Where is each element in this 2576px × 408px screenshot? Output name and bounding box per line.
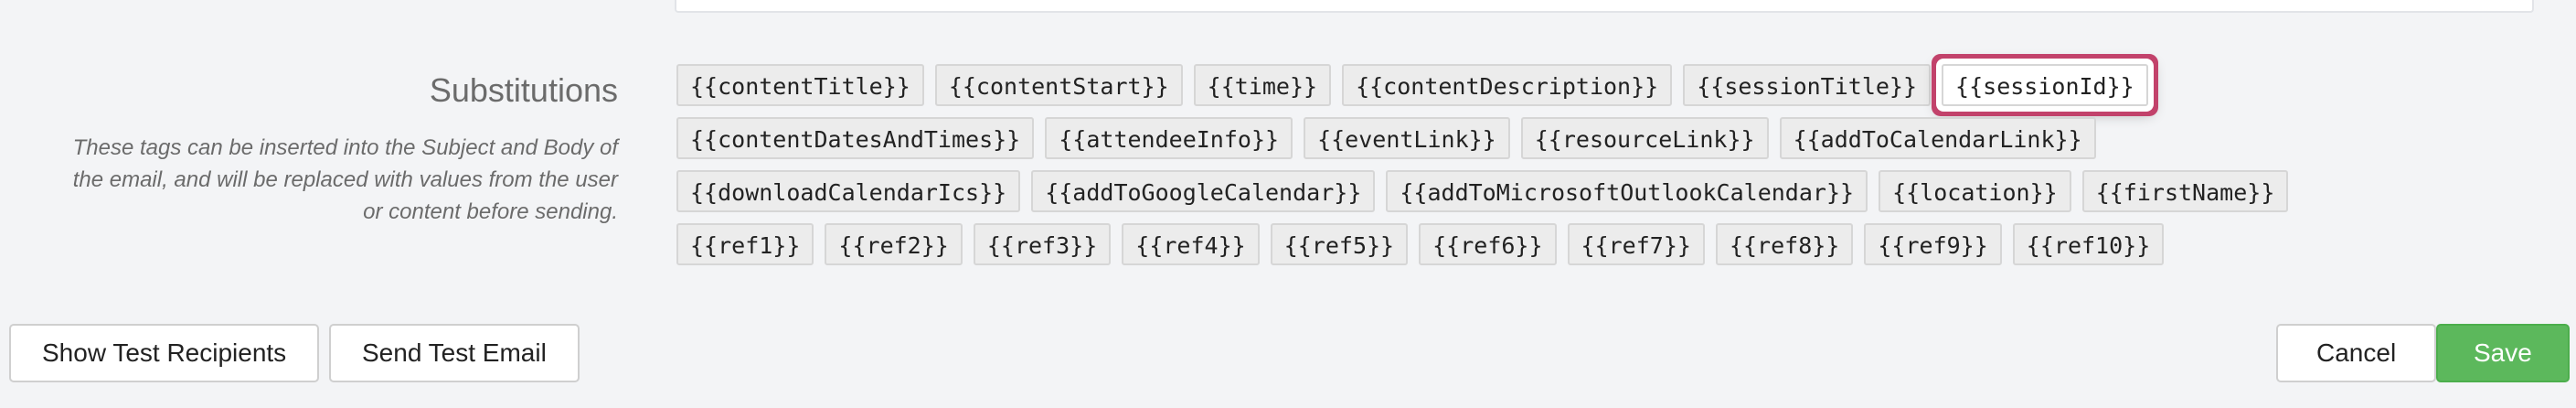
show-test-recipients-button[interactable]: Show Test Recipients xyxy=(9,324,320,382)
tag-event-link[interactable]: {{eventLink}} xyxy=(1304,117,1510,159)
save-button[interactable]: Save xyxy=(2436,324,2570,382)
tag-time[interactable]: {{time}} xyxy=(1193,64,1332,106)
tag-ref5[interactable]: {{ref5}} xyxy=(1270,223,1409,265)
send-test-email-button[interactable]: Send Test Email xyxy=(329,324,580,382)
tag-attendee-info[interactable]: {{attendeeInfo}} xyxy=(1045,117,1293,159)
tag-ref6[interactable]: {{ref6}} xyxy=(1419,223,1557,265)
cancel-button[interactable]: Cancel xyxy=(2276,324,2437,382)
tag-row: {{contentDatesAndTimes}} {{attendeeInfo}… xyxy=(676,117,2541,159)
substitutions-help-text: These tags can be inserted into the Subj… xyxy=(72,135,618,224)
tag-ref4[interactable]: {{ref4}} xyxy=(1122,223,1260,265)
substitution-tag-list: {{contentTitle}} {{contentStart}} {{time… xyxy=(676,64,2541,276)
tag-add-to-microsoft-outlook-calendar[interactable]: {{addToMicrosoftOutlookCalendar}} xyxy=(1386,170,1868,212)
email-body-editor[interactable] xyxy=(675,0,2534,13)
tag-resource-link[interactable]: {{resourceLink}} xyxy=(1520,117,1769,159)
tag-first-name[interactable]: {{firstName}} xyxy=(2081,170,2289,212)
tag-session-id[interactable]: {{sessionId}} xyxy=(1942,64,2148,106)
tag-add-to-google-calendar[interactable]: {{addToGoogleCalendar}} xyxy=(1031,170,1376,212)
tag-row: {{downloadCalendarIcs}} {{addToGoogleCal… xyxy=(676,170,2541,212)
tag-ref2[interactable]: {{ref2}} xyxy=(825,223,963,265)
tag-content-title[interactable]: {{contentTitle}} xyxy=(676,64,924,106)
tag-content-start[interactable]: {{contentStart}} xyxy=(934,64,1183,106)
tag-location[interactable]: {{location}} xyxy=(1879,170,2071,212)
tag-content-description[interactable]: {{contentDescription}} xyxy=(1342,64,1673,106)
tag-ref9[interactable]: {{ref9}} xyxy=(1864,223,2002,265)
tag-add-to-calendar-link[interactable]: {{addToCalendarLink}} xyxy=(1779,117,2096,159)
tag-session-title[interactable]: {{sessionTitle}} xyxy=(1683,64,1932,106)
tag-row: {{contentTitle}} {{contentStart}} {{time… xyxy=(676,64,2541,106)
tag-content-dates-and-times[interactable]: {{contentDatesAndTimes}} xyxy=(676,117,1035,159)
tag-download-calendar-ics[interactable]: {{downloadCalendarIcs}} xyxy=(676,170,1021,212)
tag-ref1[interactable]: {{ref1}} xyxy=(676,223,814,265)
tag-ref10[interactable]: {{ref10}} xyxy=(2012,223,2165,265)
tag-ref7[interactable]: {{ref7}} xyxy=(1567,223,1705,265)
tag-ref8[interactable]: {{ref8}} xyxy=(1715,223,1854,265)
tag-row: {{ref1}} {{ref2}} {{ref3}} {{ref4}} {{re… xyxy=(676,223,2541,265)
tag-ref3[interactable]: {{ref3}} xyxy=(973,223,1112,265)
substitutions-title: Substitutions xyxy=(429,71,618,109)
